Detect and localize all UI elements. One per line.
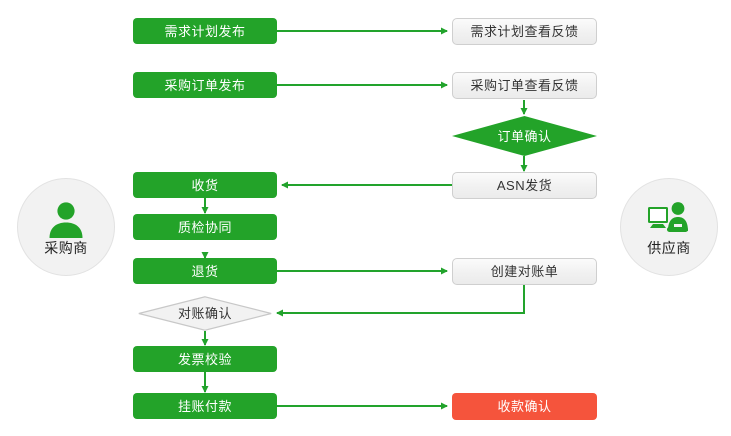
node-invoice-verification[interactable]: 发票校验 — [133, 346, 277, 372]
node-label: 收货 — [191, 177, 219, 193]
decision-order-confirm[interactable]: 订单确认 — [452, 116, 597, 156]
person-at-computer-icon — [648, 201, 688, 232]
node-label: 挂账付款 — [177, 398, 232, 414]
node-quality-inspection[interactable]: 质检协同 — [133, 214, 277, 240]
node-label: 采购订单查看反馈 — [470, 78, 579, 93]
actor-buyer-label: 采购商 — [44, 239, 88, 256]
actor-supplier-label: 供应商 — [647, 239, 691, 256]
node-asn-shipment[interactable]: ASN发货 — [452, 172, 597, 199]
person-icon — [49, 201, 83, 238]
node-payment-receipt-confirm[interactable]: 收款确认 — [452, 393, 597, 420]
node-label: 退货 — [191, 263, 219, 279]
node-label: 创建对账单 — [490, 264, 559, 279]
node-label: 收款确认 — [497, 399, 552, 414]
node-label: 需求计划查看反馈 — [470, 24, 579, 39]
node-demand-plan-view-feedback[interactable]: 需求计划查看反馈 — [452, 18, 597, 45]
decision-label: 订单确认 — [497, 128, 552, 144]
node-purchase-order-view-feedback[interactable]: 采购订单查看反馈 — [452, 72, 597, 99]
node-receive-goods[interactable]: 收货 — [133, 172, 277, 198]
node-label: 发票校验 — [177, 351, 232, 367]
node-payable-payment[interactable]: 挂账付款 — [133, 393, 277, 419]
actor-supplier: 供应商 — [620, 178, 718, 276]
edge-n10-n11 — [276, 285, 525, 317]
node-create-reconciliation[interactable]: 创建对账单 — [452, 258, 597, 285]
decision-reconciliation-confirm[interactable]: 对账确认 — [138, 296, 272, 331]
node-return-goods[interactable]: 退货 — [133, 258, 277, 284]
node-label: 采购订单发布 — [164, 77, 246, 93]
node-label: ASN发货 — [496, 178, 553, 193]
actor-buyer: 采购商 — [17, 178, 115, 276]
node-label: 需求计划发布 — [164, 23, 246, 39]
decision-label: 对账确认 — [177, 306, 232, 321]
diamond-shape — [138, 296, 272, 331]
node-purchase-order-publish[interactable]: 采购订单发布 — [133, 72, 277, 98]
diamond-shape — [452, 116, 597, 156]
node-demand-plan-publish[interactable]: 需求计划发布 — [133, 18, 277, 44]
node-label: 质检协同 — [177, 219, 232, 235]
